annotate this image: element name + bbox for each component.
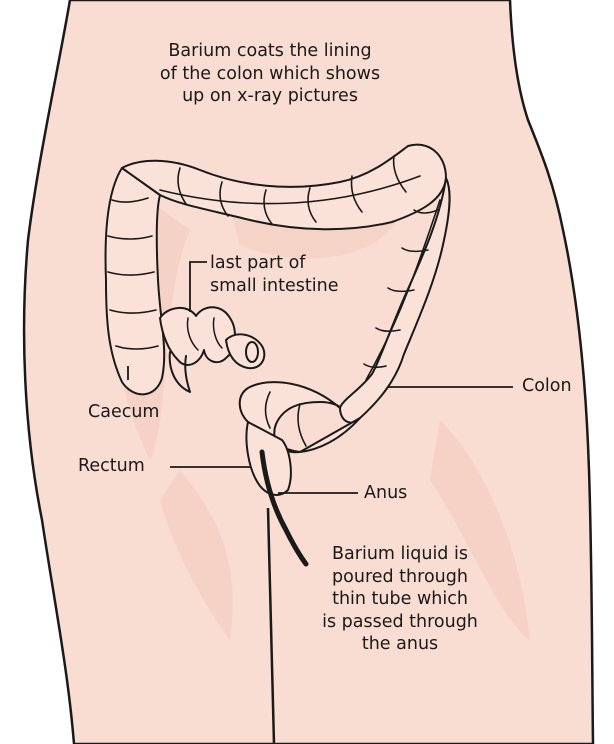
label-rectum: Rectum bbox=[78, 455, 145, 478]
label-barium-liquid-line-5: the anus bbox=[300, 633, 500, 656]
label-small-intestine-line-2: small intestine bbox=[210, 275, 338, 298]
label-caecum: Caecum bbox=[88, 401, 159, 424]
label-barium-coats-line-2: of the colon which shows bbox=[120, 63, 420, 86]
label-small-intestine: last part of small intestine bbox=[210, 252, 338, 297]
label-barium-liquid-line-4: is passed through bbox=[300, 611, 500, 634]
label-colon: Colon bbox=[522, 375, 572, 398]
small-intestine-opening bbox=[246, 342, 258, 362]
label-barium-liquid-line-2: poured through bbox=[300, 566, 500, 589]
label-anus: Anus bbox=[364, 482, 407, 505]
label-barium-coats-line-1: Barium coats the lining bbox=[120, 40, 420, 63]
label-barium-liquid: Barium liquid is poured through thin tub… bbox=[300, 543, 500, 656]
label-barium-coats: Barium coats the lining of the colon whi… bbox=[120, 40, 420, 108]
label-barium-liquid-line-1: Barium liquid is bbox=[300, 543, 500, 566]
label-small-intestine-line-1: last part of bbox=[210, 252, 338, 275]
label-barium-liquid-line-3: thin tube which bbox=[300, 588, 500, 611]
label-barium-coats-line-3: up on x-ray pictures bbox=[120, 85, 420, 108]
